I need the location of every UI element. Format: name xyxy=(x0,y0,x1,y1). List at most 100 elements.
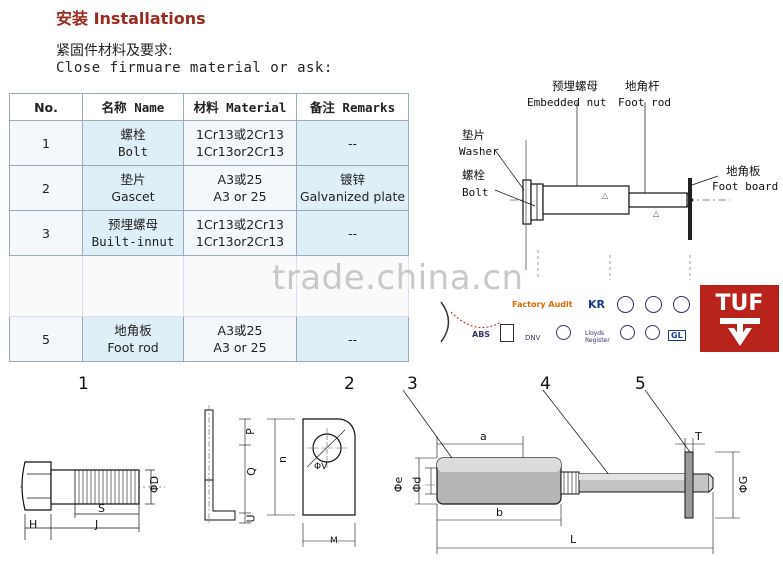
watermark: trade.china.cn xyxy=(272,258,524,298)
table-row: 3 预埋螺母 Built-innut 1Cr13或2Cr13 1Cr13or2Cr1… xyxy=(9,210,409,256)
name-en: Gascet xyxy=(111,189,155,204)
material-2: 1Cr13or2Cr13 xyxy=(195,144,285,159)
part-number-2: 2 xyxy=(344,374,355,394)
cert-abs: ABS xyxy=(472,330,491,339)
material-2: 1Cr13or2Cr13 xyxy=(195,234,285,249)
cert-seal-icon xyxy=(645,296,662,313)
part-number-4: 4 xyxy=(540,374,551,394)
dim-H: H xyxy=(29,518,38,531)
name-cn: 地角板 xyxy=(114,323,152,338)
remark-1: -- xyxy=(347,135,358,151)
dim-Q: Q xyxy=(244,467,258,476)
tuf-emblem-icon xyxy=(720,318,760,346)
dim-L: L xyxy=(570,533,577,546)
label-washer-en: Washer xyxy=(459,145,499,158)
name-en: Built-innut xyxy=(91,234,175,249)
col-header-name: 名称 Name xyxy=(82,93,184,121)
name-cn: 预埋螺母 xyxy=(107,217,158,232)
table-row-hidden xyxy=(9,255,409,317)
name-cn: 螺栓 xyxy=(120,127,146,142)
cert-dnv: DNV xyxy=(525,334,541,342)
cell-name: 预埋螺母 Built-innut xyxy=(82,210,184,256)
cert-gl: GL xyxy=(668,330,686,341)
nut-rod-board-drawing xyxy=(402,390,740,554)
material-2: A3 or 25 xyxy=(213,340,267,355)
cell-material: 1Cr13或2Cr13 1Cr13or2Cr13 xyxy=(183,120,297,166)
dim-e: Φe xyxy=(392,476,406,493)
name-cn: 垫片 xyxy=(120,172,146,187)
remark-1: -- xyxy=(347,331,358,347)
remark-2: Galvanized plate xyxy=(299,189,406,204)
tuf-logo-text: TUF xyxy=(715,291,764,316)
part-number-5: 5 xyxy=(635,374,646,394)
cell-no: 2 xyxy=(9,165,83,211)
cell-name: 垫片 Gascet xyxy=(82,165,184,211)
dim-T: T xyxy=(695,430,702,443)
dim-M: M xyxy=(330,536,338,546)
cell-empty xyxy=(296,255,409,317)
cell-remarks: 镀锌 Galvanized plate xyxy=(296,165,409,211)
cert-decoration xyxy=(440,301,502,343)
cell-remarks: -- xyxy=(296,316,409,362)
dim-P: P xyxy=(243,428,257,435)
col-header-remarks: 备注 Remarks xyxy=(296,93,409,121)
cell-name: 地角板 Foot rod xyxy=(82,316,184,362)
subtitle-cn: 紧固件材料及要求: xyxy=(56,43,173,59)
name-en: Bolt xyxy=(117,144,149,159)
table-row: 2 垫片 Gascet A3或25 A3 or 25 镀锌 Galvanized pl… xyxy=(9,165,409,211)
remark-1: 镀锌 xyxy=(339,172,365,187)
label-foot-rod-en: Foot rod xyxy=(618,96,671,109)
cell-no: 3 xyxy=(9,210,83,256)
dim-G: ΦG xyxy=(737,475,751,494)
dim-a: a xyxy=(480,430,487,443)
material-2: A3 or 25 xyxy=(213,189,267,204)
label-embedded-nut-en: Embedded nut xyxy=(527,96,607,109)
col-header-material: 材料 Material xyxy=(183,93,297,121)
cert-kr: KR xyxy=(588,298,605,311)
cell-no: 5 xyxy=(9,316,83,362)
page-title: 安装 Installations xyxy=(56,9,206,28)
dim-S: S xyxy=(98,502,105,515)
washer-drawing xyxy=(204,405,356,547)
dim-U: U xyxy=(244,514,258,523)
svg-text:△: △ xyxy=(653,209,660,218)
dim-b: b xyxy=(496,506,503,519)
cell-remarks: -- xyxy=(296,120,409,166)
cell-empty xyxy=(9,255,83,317)
part-number-3: 3 xyxy=(407,374,418,394)
subtitle-en: Close firmuare material or ask: xyxy=(56,60,333,76)
cell-name: 螺栓 Bolt xyxy=(82,120,184,166)
material-1: A3或25 xyxy=(217,172,263,187)
material-1: 1Cr13或2Cr13 xyxy=(196,217,284,232)
bolt-drawing xyxy=(20,461,165,540)
cert-lloyds: Lloyds Register xyxy=(585,330,610,344)
label-embedded-nut-cn: 预埋螺母 xyxy=(552,79,598,93)
cell-material: A3或25 A3 or 25 xyxy=(183,316,297,362)
table-row: 5 地角板 Foot rod A3或25 A3 or 25 -- xyxy=(9,316,409,362)
cert-factory-audit: Factory Audit xyxy=(512,300,573,309)
dim-d: Φd xyxy=(410,476,424,493)
cert-seal-icon xyxy=(617,296,634,313)
label-bolt-en: Bolt xyxy=(462,186,489,199)
material-1: A3或25 xyxy=(217,323,263,338)
label-foot-board-en: Foot board xyxy=(712,180,779,193)
dim-V: ΦV xyxy=(314,462,328,472)
tuf-logo: TUF xyxy=(700,285,779,352)
dim-n: n xyxy=(275,456,289,463)
cell-material: A3或25 A3 or 25 xyxy=(183,165,297,211)
cert-seal-icon xyxy=(645,325,660,340)
assembly-drawing: △ △ xyxy=(494,102,730,280)
cell-empty xyxy=(183,255,297,317)
col-header-no: No. xyxy=(9,93,83,121)
label-foot-rod-cn: 地角杆 xyxy=(625,79,660,93)
dim-D: ΦD xyxy=(148,475,162,494)
label-bolt-cn: 螺栓 xyxy=(462,168,485,182)
label-foot-board-cn: 地角板 xyxy=(726,164,761,178)
svg-text:△: △ xyxy=(602,191,609,200)
label-washer-cn: 垫片 xyxy=(462,128,485,142)
name-en: Foot rod xyxy=(107,340,159,355)
material-1: 1Cr13或2Cr13 xyxy=(196,127,284,142)
cert-seal-icon xyxy=(673,296,690,313)
